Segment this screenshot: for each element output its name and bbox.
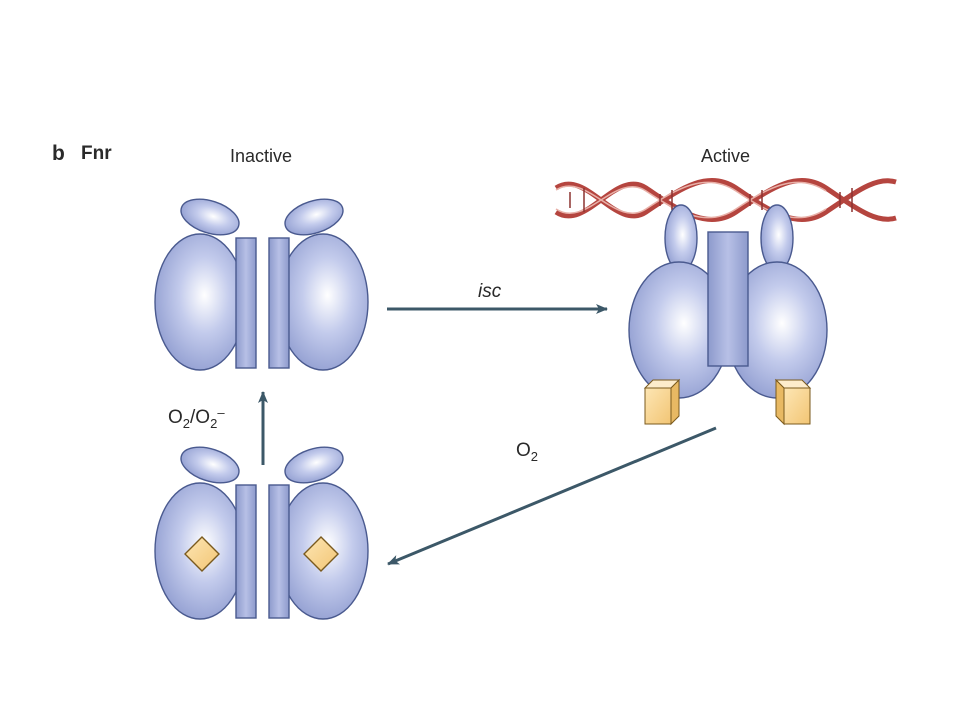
bottom-left-cluster-icon	[184, 536, 220, 572]
panel-letter: b	[52, 142, 65, 165]
active-left-small-domain	[664, 204, 698, 272]
inactive-top-right-helix	[268, 237, 290, 369]
inactive-dimer	[154, 198, 369, 371]
superoxide-base: O	[195, 407, 211, 428]
active-right-small-domain	[760, 204, 794, 272]
inactive-top-right-large-domain	[277, 233, 369, 371]
inactive-state-label: Inactive	[230, 146, 293, 166]
o2-base: O	[516, 440, 531, 461]
oxidant-slash: /	[190, 407, 196, 428]
panel-title: Fnr	[81, 143, 112, 164]
oxidant-o2-base: O	[168, 407, 183, 428]
active-state-label: Active	[701, 146, 751, 166]
active-left-cluster-icon	[643, 378, 681, 426]
bottom-right-helix	[268, 484, 290, 619]
inactive-top-left-large-domain	[154, 233, 246, 371]
superoxide-subscript: 2	[210, 416, 218, 431]
o2-subscript: 2	[530, 449, 539, 464]
bottom-right-small-domain	[284, 446, 344, 484]
o2-arrow-label: O2	[516, 440, 538, 464]
oxidant-o2-subscript: 2	[182, 416, 191, 431]
superoxide-charge: –	[217, 405, 225, 420]
inactive-top-left-helix	[235, 237, 257, 369]
active-right-cluster-icon	[774, 378, 812, 426]
bottom-left-small-domain	[180, 446, 240, 484]
active-dimerization-helix	[707, 231, 749, 367]
bottom-left-helix	[235, 484, 257, 619]
dna-helix	[554, 177, 897, 223]
inactive-top-right-small-domain	[284, 198, 344, 236]
inactive-dimer-with-clusters	[154, 446, 369, 620]
bottom-right-cluster-icon	[303, 536, 339, 572]
active-dimer	[628, 204, 828, 426]
isc-arrow-label: isc	[478, 281, 502, 302]
o2-inactivation-arrow	[387, 426, 717, 566]
inactive-top-left-small-domain	[180, 198, 240, 236]
oxidant-arrow-label: O2/O2–	[168, 405, 225, 431]
